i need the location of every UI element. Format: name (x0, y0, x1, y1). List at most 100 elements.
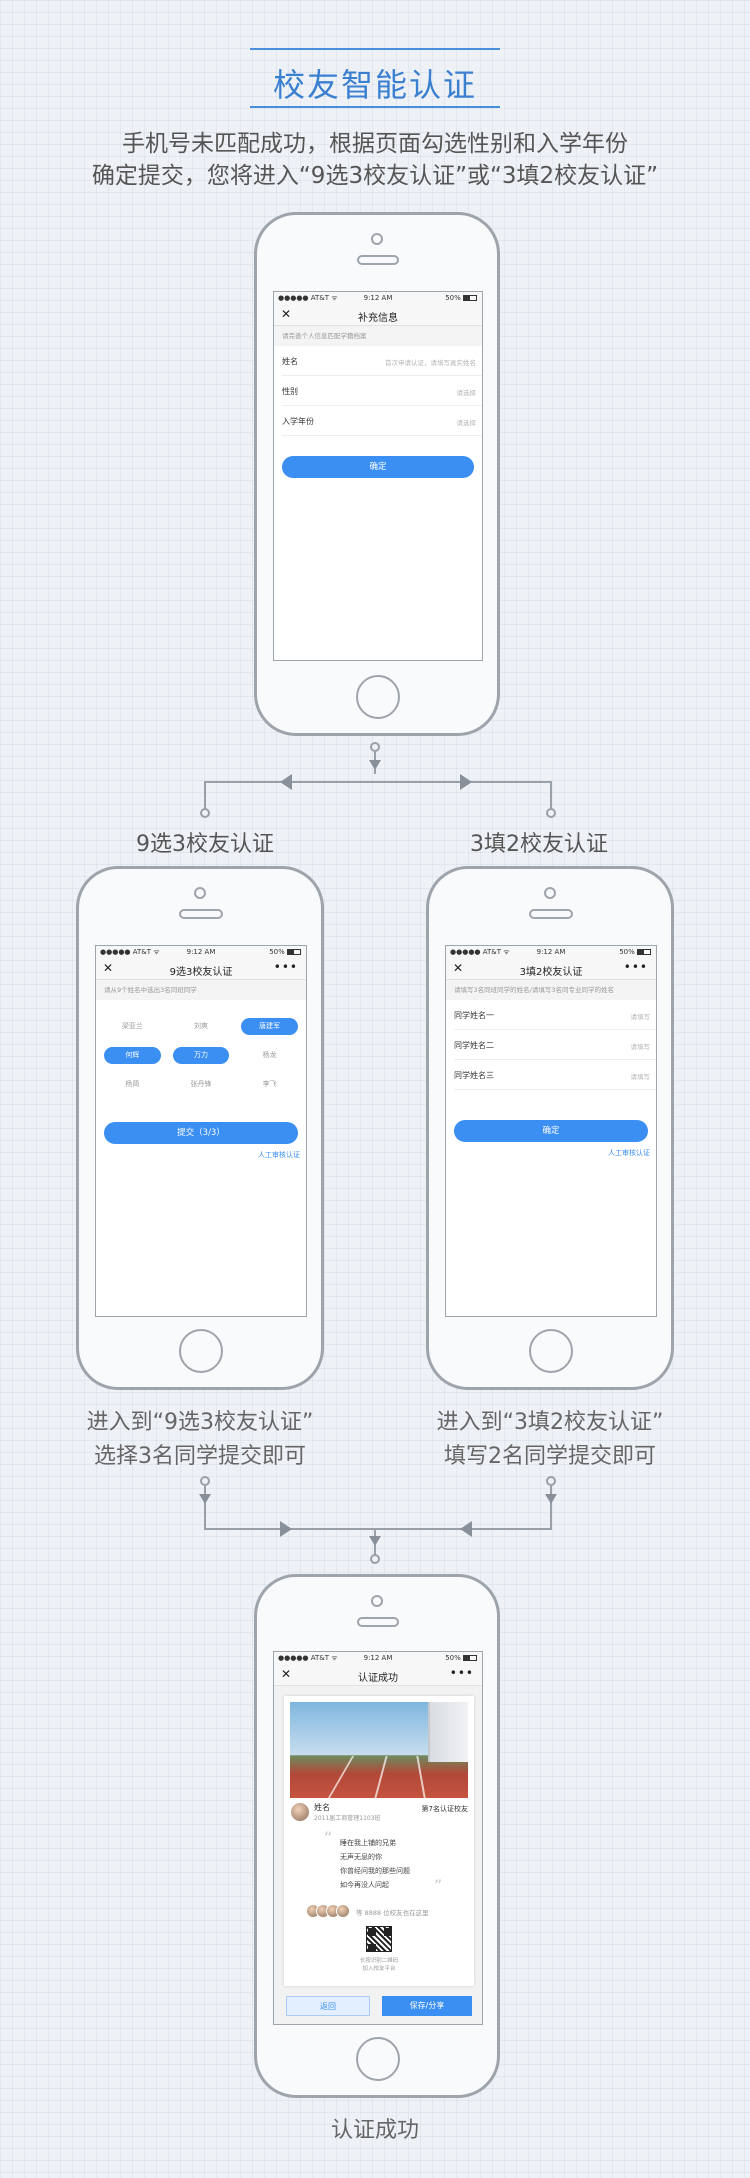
connector-line (204, 1528, 552, 1530)
name-chip-grid: 梁亚兰 刘爽 唐建军 何辉 万力 杨龙 杨简 张丹锋 李飞 (104, 1018, 298, 1093)
name-chip[interactable]: 梁亚兰 (121, 1022, 143, 1030)
caption-3x2: 进入到“3填2校友认证” 填写2名同学提交即可 (400, 1406, 700, 1474)
status-time: 9:12 AM (186, 948, 216, 956)
section-title-3x2: 3填2校友认证 (470, 832, 608, 857)
carrier-signal: ●●●●● AT&T ᯤ (100, 948, 160, 956)
connector-line (550, 781, 552, 811)
name-chip[interactable]: 杨龙 (262, 1051, 277, 1059)
manual-review-link[interactable]: 人工审核认证 (258, 1151, 300, 1159)
connector-node (370, 1554, 380, 1564)
qr-caption-line: 加入校友平台 (362, 1966, 396, 1972)
track-line (416, 1756, 426, 1798)
front-camera (371, 1595, 383, 1607)
classmate-field-2[interactable]: 同学姓名二 请填写 (454, 1030, 656, 1060)
connector-node (200, 1476, 210, 1486)
screen-9x3: ●●●●● AT&T ᯤ 9:12 AM 50% ✕ 9选3校友认证 ••• 请… (95, 945, 307, 1317)
field-placeholder: 请选择 (456, 419, 477, 427)
connector-node (200, 808, 210, 818)
arrow-down-icon (199, 1494, 211, 1504)
nav-bar: ✕ 认证成功 ••• (274, 1664, 482, 1686)
battery-percent: 50% (269, 948, 285, 956)
name-chip[interactable]: 杨简 (125, 1080, 140, 1088)
arrow-down-icon (369, 760, 381, 770)
connector-node (370, 742, 380, 752)
carrier-signal: ●●●●● AT&T ᯤ (278, 294, 338, 302)
connector-node (546, 808, 556, 818)
quote-close-icon: ” (434, 1876, 443, 1895)
track-line (374, 1756, 388, 1798)
save-share-button[interactable]: 保存/分享 (382, 1996, 472, 2016)
field-label: 同学姓名二 (454, 1041, 494, 1050)
intro-text: 手机号未匹配成功，根据页面勾选性别和入学年份 确定提交，您将进入“9选3校友认证… (40, 128, 710, 192)
intro-line-1: 手机号未匹配成功，根据页面勾选性别和入学年份 (122, 131, 628, 157)
friends-count-text: 等 8888 位校友也在这里 (356, 1909, 429, 1917)
connector-line (550, 1486, 552, 1528)
field-label: 姓名 (282, 357, 298, 366)
nav-title: 9选3校友认证 (169, 967, 233, 978)
name-chip[interactable]: 张丹锋 (190, 1080, 212, 1088)
field-placeholder: 首次申请认证，请填写真实姓名 (385, 359, 476, 367)
arrow-left-icon (460, 1521, 472, 1537)
arrow-down-icon (545, 1494, 557, 1504)
submit-button[interactable]: 提交（3/3） (104, 1122, 298, 1144)
phone-supplement-info: ●●●●● AT&T ᯤ 9:12 AM 50% ✕ 补充信息 请完善个人信息匹… (254, 212, 500, 736)
caption-line: 填写2名同学提交即可 (444, 1444, 656, 1469)
header-bottom-rule (250, 106, 500, 108)
user-name: 姓名 (314, 1803, 330, 1812)
intro-line-2: 确定提交，您将进入“9选3校友认证”或“3填2校友认证” (91, 163, 659, 189)
confirm-button[interactable]: 确定 (454, 1120, 648, 1142)
classmate-field-1[interactable]: 同学姓名一 请填写 (454, 1000, 656, 1030)
page-title: 校友智能认证 (272, 66, 477, 104)
qr-caption: 长按识别二维码 加入校友平台 (284, 1956, 474, 1972)
battery-percent: 50% (445, 294, 461, 302)
caption-success: 认证成功 (330, 2118, 419, 2143)
field-placeholder: 请选择 (456, 389, 477, 397)
battery-icon (463, 1655, 477, 1661)
close-icon[interactable]: ✕ (453, 961, 464, 975)
name-chip[interactable]: 李飞 (262, 1080, 277, 1088)
hint-text: 请完善个人信息匹配学籍档案 (274, 326, 482, 346)
field-enroll-year[interactable]: 入学年份 请选择 (282, 406, 482, 436)
caption-9x3: 进入到“9选3校友认证” 选择3名同学提交即可 (50, 1406, 350, 1474)
home-button (356, 2037, 400, 2081)
arrow-down-icon (369, 1536, 381, 1546)
building-shape (428, 1702, 468, 1762)
battery: 50% (445, 294, 477, 302)
name-chip-selected[interactable]: 何辉 (104, 1047, 161, 1064)
name-chip[interactable]: 刘爽 (193, 1022, 208, 1030)
phone-9x3: ●●●●● AT&T ᯤ 9:12 AM 50% ✕ 9选3校友认证 ••• 请… (76, 866, 324, 1390)
arrow-right-icon (280, 1521, 292, 1537)
qr-code-icon (366, 1926, 392, 1952)
close-icon[interactable]: ✕ (281, 307, 292, 321)
poem-line: 如今再没人问起 (340, 1881, 389, 1889)
nav-title: 补充信息 (358, 313, 398, 324)
name-chip-selected[interactable]: 万力 (172, 1047, 230, 1064)
confirm-button[interactable]: 确定 (282, 456, 474, 478)
hint-text: 请填写3名同班同学的姓名/请填写3名同专业同学的姓名 (446, 980, 656, 1000)
close-icon[interactable]: ✕ (281, 1667, 292, 1681)
status-bar: ●●●●● AT&T ᯤ 9:12 AM 50% (96, 946, 306, 958)
battery-icon (463, 295, 477, 301)
field-gender[interactable]: 性别 请选择 (282, 376, 482, 406)
home-button (356, 675, 400, 719)
connector-node (546, 1476, 556, 1486)
classmate-field-3[interactable]: 同学姓名三 请填写 (454, 1060, 656, 1090)
field-label: 同学姓名一 (454, 1011, 494, 1020)
back-button[interactable]: 返回 (286, 1996, 370, 2016)
user-class: 2011届工商管理1103班 (314, 1815, 381, 1822)
quote-open-icon: “ (324, 1828, 333, 1847)
more-icon[interactable]: ••• (449, 1666, 474, 1680)
close-icon[interactable]: ✕ (103, 961, 114, 975)
carrier-signal: ●●●●● AT&T ᯤ (278, 1654, 338, 1662)
home-button (529, 1329, 573, 1373)
more-icon[interactable]: ••• (623, 960, 648, 974)
caption-line: 进入到“3填2校友认证” (436, 1410, 664, 1435)
screen-success: ●●●●● AT&T ᯤ 9:12 AM 50% ✕ 认证成功 ••• 姓名 2… (273, 1651, 483, 2025)
more-icon[interactable]: ••• (273, 960, 298, 974)
section-title-9x3: 9选3校友认证 (136, 832, 274, 857)
phone-success: ●●●●● AT&T ᯤ 9:12 AM 50% ✕ 认证成功 ••• 姓名 2… (254, 1574, 500, 2098)
field-placeholder: 请填写 (630, 1013, 651, 1021)
name-chip-selected[interactable]: 唐建军 (241, 1018, 298, 1035)
manual-review-link[interactable]: 人工审核认证 (608, 1149, 650, 1157)
field-name[interactable]: 姓名 首次申请认证，请填写真实姓名 (282, 346, 482, 376)
